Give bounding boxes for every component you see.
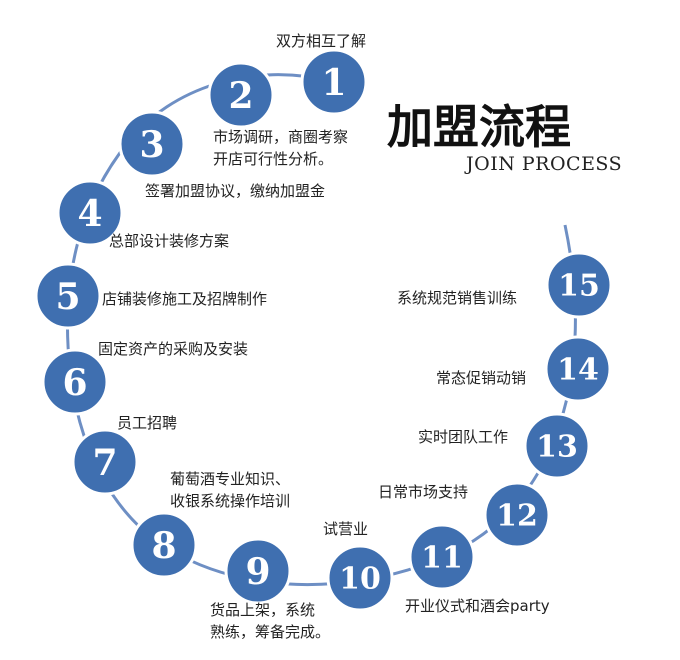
- step-number: 5: [55, 276, 80, 318]
- step-14: 14 常态促销动销: [436, 335, 612, 403]
- step-label: 总部设计装修方案: [109, 232, 229, 250]
- page-title: 加盟流程: [387, 100, 571, 154]
- step-circle: [224, 537, 292, 605]
- step-5: 5 店铺装修施工及招牌制作: [34, 262, 267, 330]
- page-subtitle: JOIN PROCESS: [464, 153, 622, 175]
- step-label: 店铺装修施工及招牌制作: [102, 290, 267, 308]
- step-circle: [41, 348, 109, 416]
- step-number: 4: [77, 193, 102, 235]
- step-number: 7: [92, 442, 117, 484]
- step-label: 开业仪式和酒会party: [405, 597, 550, 615]
- step-15: 15 系统规范销售训练: [397, 251, 613, 319]
- step-label: 试营业: [323, 520, 368, 538]
- step-label: 双方相互了解: [276, 32, 366, 50]
- step-number: 15: [558, 269, 600, 304]
- step-number: 11: [421, 541, 463, 576]
- step-label: 常态促销动销: [436, 369, 526, 387]
- step-11: 11 开业仪式和酒会party: [405, 523, 550, 615]
- step-6: 6 固定资产的采购及安装: [41, 340, 248, 416]
- step-13: 13 实时团队工作: [418, 412, 591, 480]
- step-number: 13: [536, 430, 578, 465]
- step-label: 开店可行性分析。: [213, 150, 333, 168]
- step-label: 熟练，筹备完成。: [210, 623, 330, 641]
- step-circle: [408, 523, 476, 591]
- step-circle: [207, 61, 275, 129]
- step-12: 12 日常市场支持: [378, 481, 551, 549]
- step-1: 1 双方相互了解: [276, 32, 368, 116]
- step-number: 3: [139, 124, 164, 166]
- step-label: 葡萄酒专业知识、: [170, 470, 290, 488]
- step-number: 10: [339, 562, 381, 597]
- step-circle: [544, 335, 612, 403]
- step-4: 4 总部设计装修方案: [56, 179, 229, 250]
- step-10: 10 试营业: [323, 520, 394, 612]
- step-circle: [34, 262, 102, 330]
- step-label: 员工招聘: [117, 414, 177, 432]
- step-circle: [326, 544, 394, 612]
- step-label: 固定资产的采购及安装: [98, 340, 248, 358]
- step-label: 收银系统操作培训: [170, 492, 290, 510]
- step-circle: [71, 428, 139, 496]
- step-circle: [483, 481, 551, 549]
- step-circle: [118, 110, 186, 178]
- step-number: 1: [321, 62, 346, 104]
- step-label: 货品上架，系统: [210, 601, 315, 619]
- step-label: 日常市场支持: [378, 483, 468, 501]
- step-circle: [523, 412, 591, 480]
- step-number: 12: [496, 499, 538, 534]
- step-circle: [130, 511, 198, 579]
- step-number: 8: [151, 525, 176, 567]
- step-label: 系统规范销售训练: [397, 289, 517, 307]
- step-label: 签署加盟协议，缴纳加盟金: [145, 182, 325, 200]
- step-circle: [545, 251, 613, 319]
- step-number: 6: [62, 362, 87, 404]
- step-label: 实时团队工作: [418, 428, 508, 446]
- step-label: 市场调研，商圈考察: [213, 128, 348, 146]
- step-number: 2: [228, 75, 253, 117]
- step-3: 3 签署加盟协议，缴纳加盟金: [118, 110, 325, 200]
- step-number: 14: [557, 353, 599, 388]
- step-circle: [300, 48, 368, 116]
- step-number: 9: [245, 551, 270, 593]
- step-8: 8 葡萄酒专业知识、收银系统操作培训: [130, 470, 290, 579]
- step-circle: [56, 179, 124, 247]
